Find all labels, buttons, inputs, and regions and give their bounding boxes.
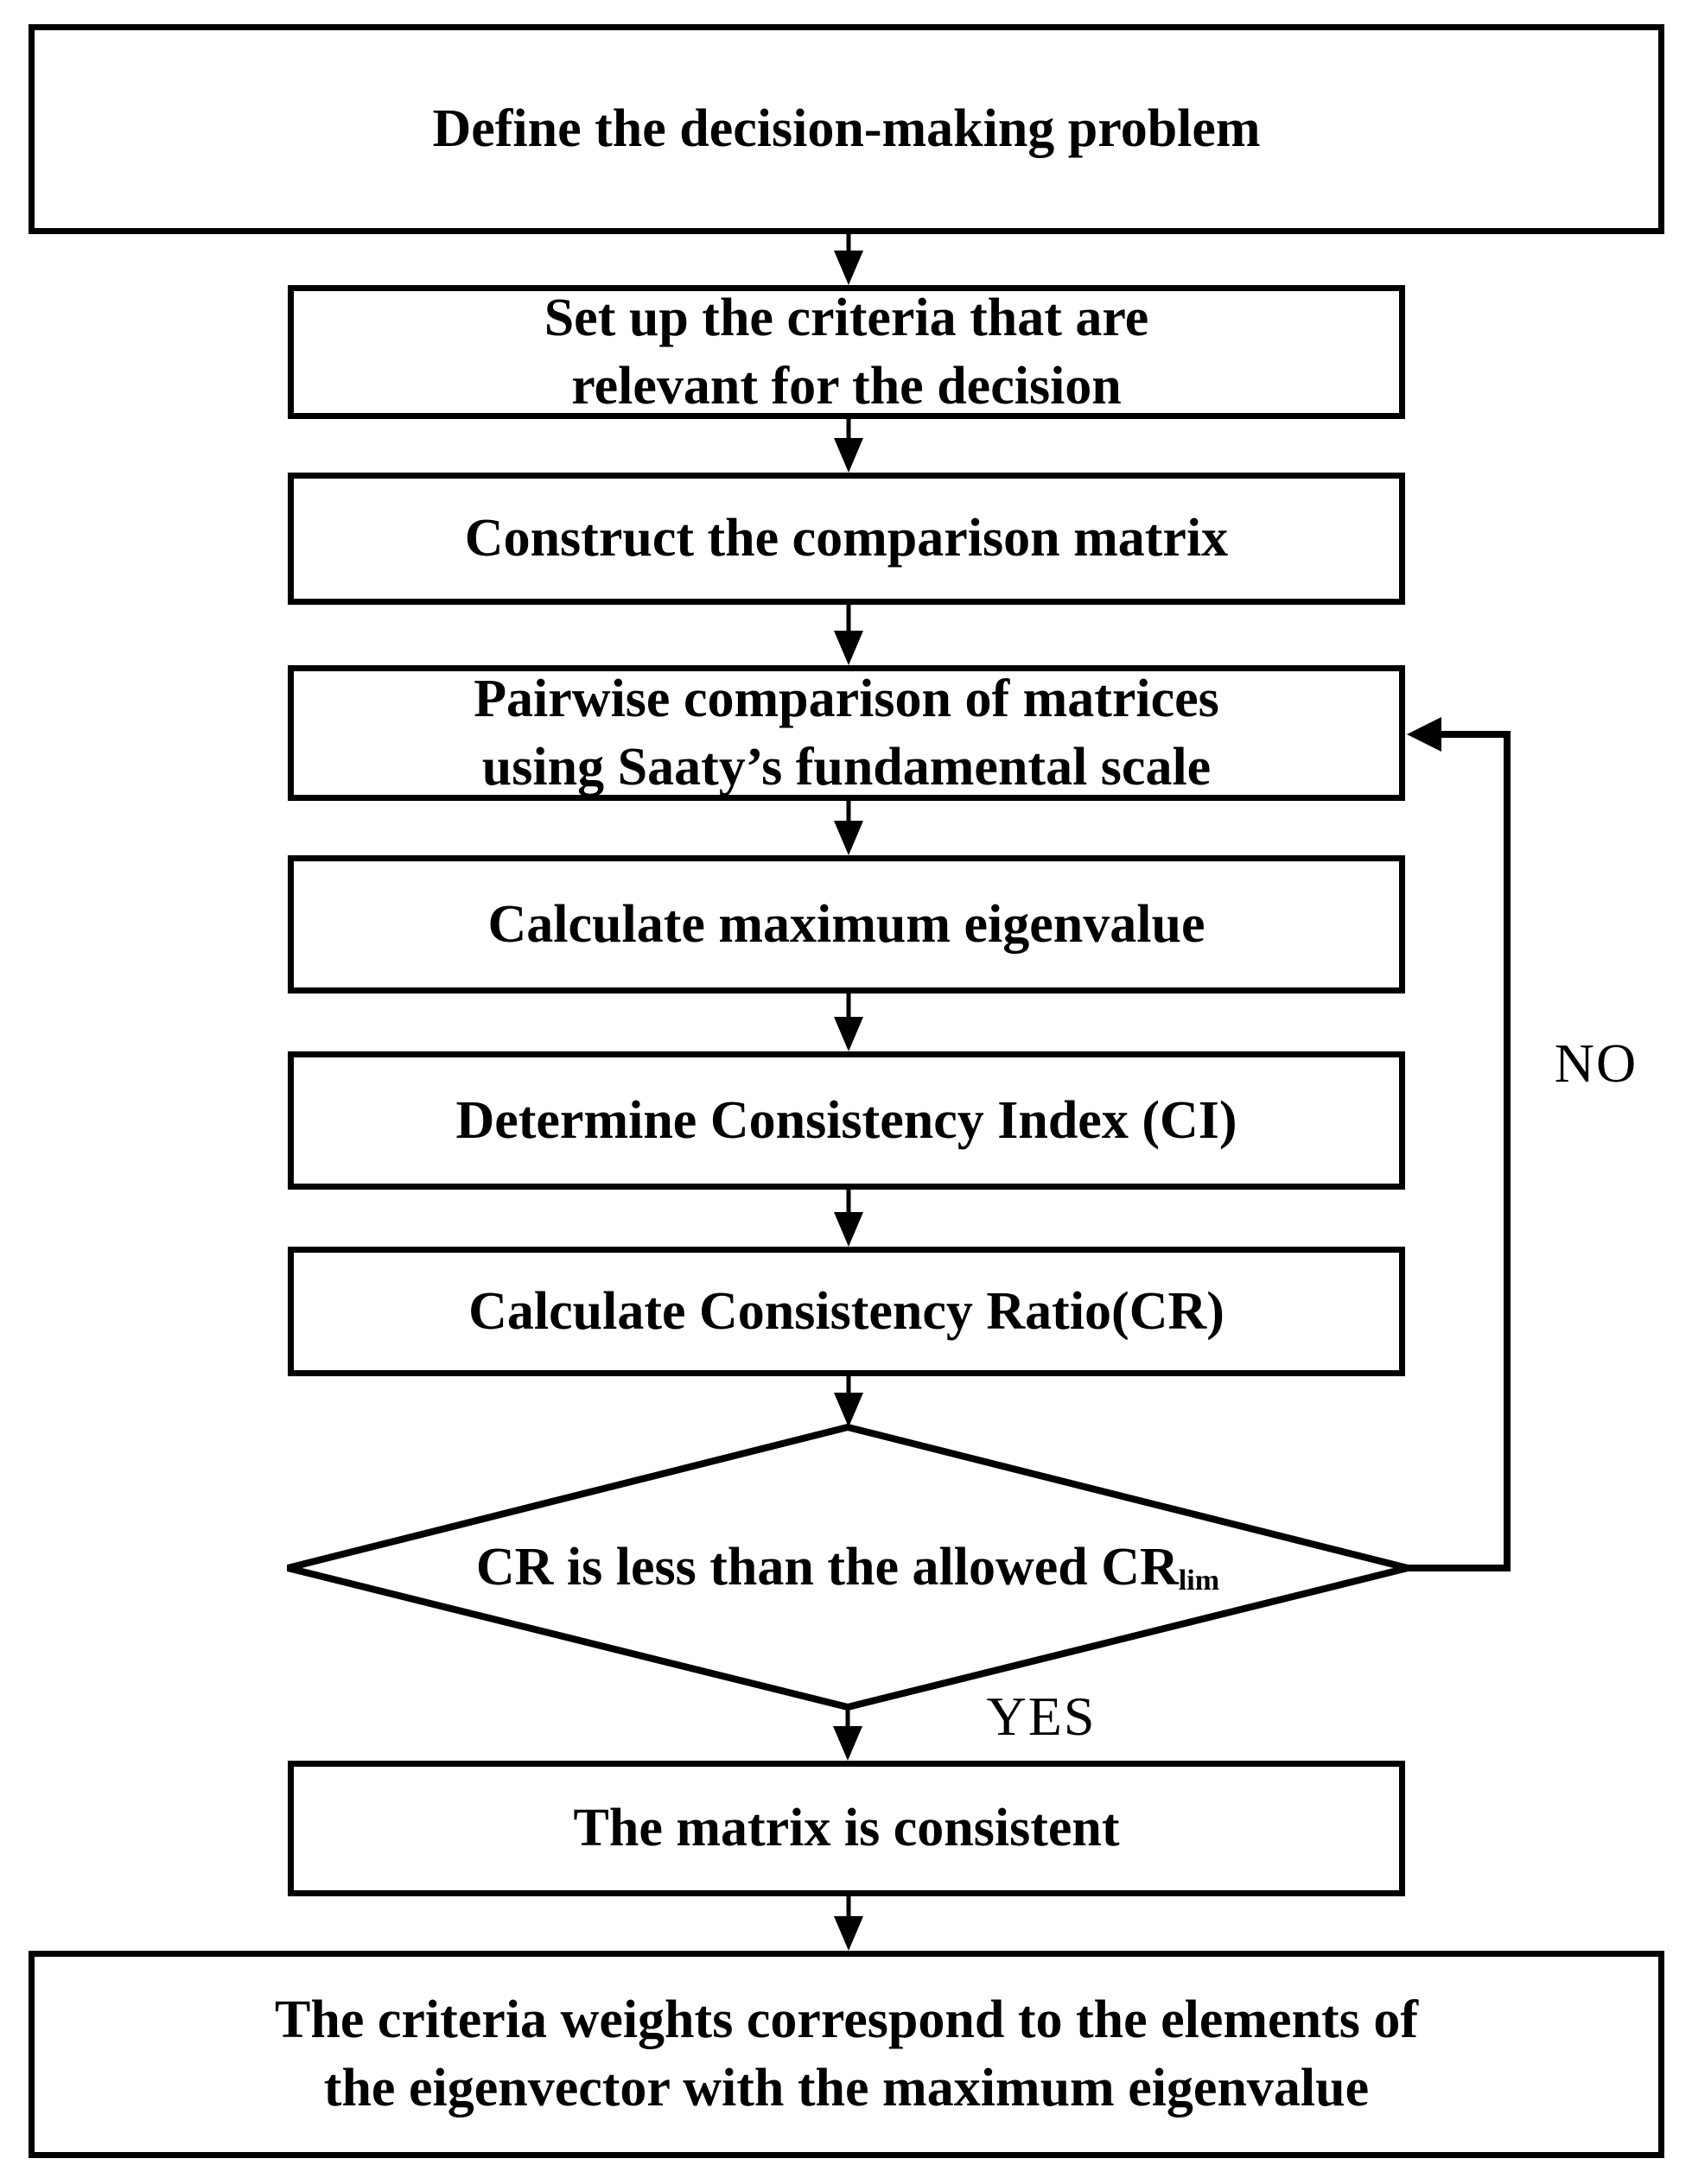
step-consistency-ratio: Calculate Consistency Ratio(CR)	[288, 1247, 1405, 1376]
step-setup-criteria: Set up the criteria that are relevant fo…	[288, 285, 1405, 419]
step-define-problem: Define the decision-making problem	[29, 24, 1664, 234]
no-loop-connector	[1407, 717, 1511, 1571]
arrow-consistent-to-weights	[834, 1896, 863, 1951]
yes-label: YES	[986, 1686, 1097, 1747]
no-label: NO	[1554, 1032, 1638, 1094]
decision-diamond-shape	[287, 1423, 1409, 1711]
arrow-construct-to-pairwise	[834, 605, 863, 665]
step-max-eigenvalue: Calculate maximum eigenvalue	[288, 855, 1405, 994]
arrow-cr-to-decision	[834, 1376, 863, 1427]
arrow-define-to-criteria	[834, 233, 863, 285]
step-consistency-index: Determine Consistency Index (CI)	[288, 1051, 1405, 1190]
arrow-eigenvalue-to-ci	[834, 994, 863, 1051]
arrow-ci-to-cr	[834, 1190, 863, 1247]
step-pairwise-comparison: Pairwise comparison of matrices using Sa…	[288, 665, 1405, 801]
step-matrix-consistent: The matrix is consistent	[288, 1761, 1405, 1896]
arrow-criteria-to-construct	[834, 419, 863, 473]
step-construct-matrix: Construct the comparison matrix	[288, 473, 1405, 605]
arrow-decision-to-consistent	[833, 1707, 862, 1761]
arrow-pairwise-to-eigenvalue	[834, 801, 863, 855]
step-criteria-weights: The criteria weights correspond to the e…	[29, 1951, 1664, 2158]
